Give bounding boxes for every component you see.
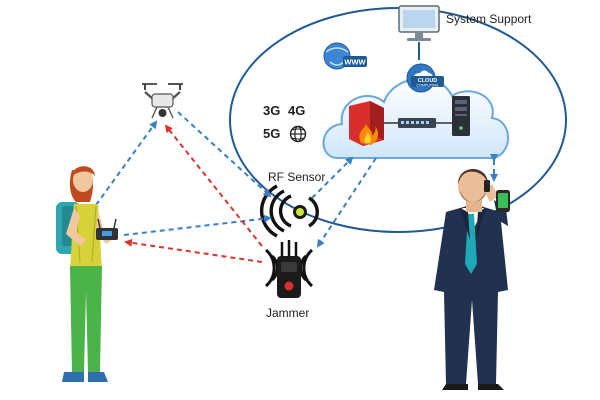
network-4g-label: 4G: [288, 103, 305, 118]
www-globe-icon: WWW: [323, 42, 367, 70]
link-drone-to-sensor: [177, 111, 272, 198]
www-label: WWW: [344, 58, 366, 67]
network-3g-label: 3G: [263, 103, 280, 118]
jam-link-jammer-to-drone: [164, 124, 263, 247]
network-boundary-ellipse: [229, 7, 567, 233]
network-5g-label: 5G: [263, 126, 280, 141]
cloud-badge-line2: COMPUTING: [417, 84, 439, 88]
rf-sensor-label: RF Sensor: [268, 170, 325, 184]
smartphone-icon: [496, 190, 510, 212]
link-person-to-sensor: [123, 214, 272, 236]
rf-sensor-icon: [259, 184, 319, 238]
system-support-person: [434, 169, 508, 390]
cloud-badge-line1: CLOUD: [418, 78, 438, 84]
system-support-label: System Support: [446, 12, 532, 26]
drone-icon: [142, 83, 183, 119]
link-sensor-to-cloud: [311, 156, 354, 199]
red-links: [124, 124, 263, 263]
globe-icon: [289, 125, 307, 143]
jammer-icon: [264, 240, 314, 298]
link-person-to-drone: [95, 120, 158, 206]
firewall-icon: [349, 101, 384, 146]
blue-links: [95, 111, 498, 248]
jam-link-jammer-to-controller: [124, 238, 263, 263]
monitor-icon: [398, 5, 440, 41]
server-tower-icon: [452, 96, 470, 136]
jammer-label: Jammer: [266, 306, 309, 320]
link-cloud-to-jammer: [316, 157, 377, 248]
network-switch-icon: [398, 118, 436, 128]
cloud-computing-icon: CLOUD COMPUTING: [406, 63, 444, 93]
drone-operator: [56, 166, 118, 382]
